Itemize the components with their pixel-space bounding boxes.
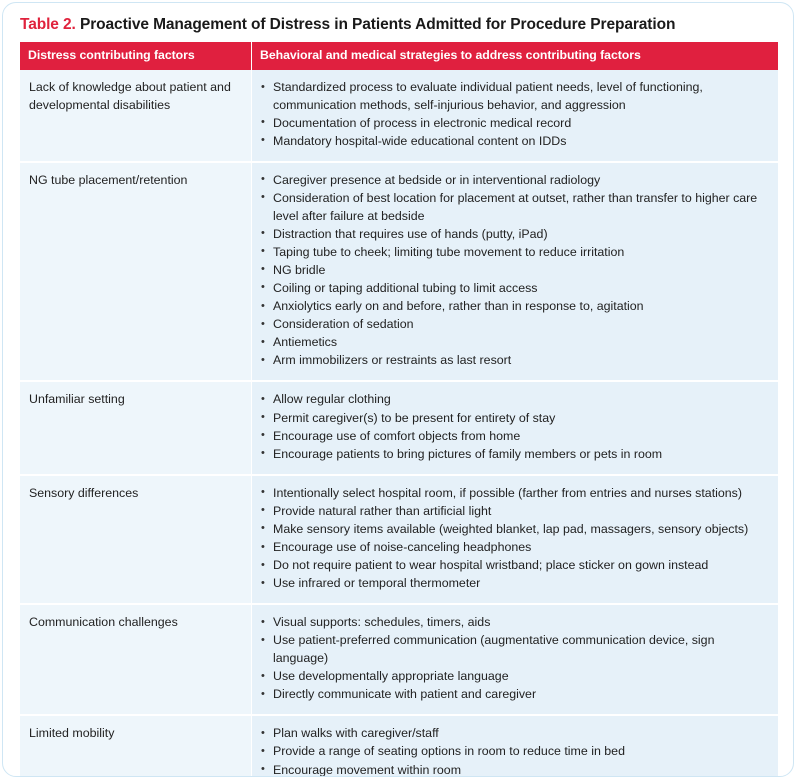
row-strategies-cell: Standardized process to evaluate individ…: [252, 70, 778, 161]
table-header-row: Distress contributing factors Behavioral…: [20, 42, 778, 70]
row-factor-cell: Communication challenges: [20, 603, 252, 715]
strategy-item: Encourage patients to bring pictures of …: [260, 445, 770, 464]
column-header-factors: Distress contributing factors: [20, 42, 252, 70]
strategy-item: Arm immobilizers or restraints as last r…: [260, 352, 770, 370]
row-factor-cell: Unfamiliar setting: [20, 380, 252, 474]
strategy-item: Coiling or taping additional tubing to l…: [260, 279, 770, 298]
table-row: NG tube placement/retention Caregiver pre…: [20, 160, 778, 381]
strategy-item: Standardized process to evaluate individ…: [260, 78, 770, 114]
table-body: Lack of knowledge about patient and deve…: [20, 70, 778, 776]
strategy-item: Encourage movement within room: [260, 761, 770, 776]
column-header-strategies: Behavioral and medical strategies to add…: [252, 42, 778, 70]
row-factor-cell: Limited mobility: [20, 714, 252, 776]
strategy-item: Intentionally select hospital room, if p…: [260, 484, 770, 503]
row-strategies-cell: Plan walks with caregiver/staffProvide a…: [252, 714, 778, 776]
distress-management-table: Distress contributing factors Behavioral…: [20, 42, 778, 776]
table-title: Table 2. Proactive Management of Distres…: [20, 15, 780, 35]
strategy-item: Do not require patient to wear hospital …: [260, 557, 770, 575]
strategy-item: Provide natural rather than artificial l…: [260, 502, 770, 521]
row-factor-label: Limited mobility: [29, 726, 115, 741]
strategy-item: Use infrared or temporal thermometer: [260, 575, 770, 593]
table-number: Table 2.: [20, 16, 76, 33]
strategy-item: Permit caregiver(s) to be present for en…: [260, 409, 770, 428]
strategy-item: Mandatory hospital-wide educational cont…: [260, 132, 770, 151]
strategy-item: Use patient-preferred communication (aug…: [260, 632, 770, 667]
table-page-inner: Table 2. Proactive Management of Distres…: [3, 3, 793, 776]
strategy-list: Standardized process to evaluate individ…: [260, 78, 770, 151]
table-row: Lack of knowledge about patient and deve…: [20, 70, 778, 161]
row-factor-label: Lack of knowledge about patient and deve…: [29, 80, 231, 112]
table-title-text: Proactive Management of Distress in Pati…: [80, 16, 676, 33]
row-factor-label: NG tube placement/retention: [29, 172, 188, 187]
table-row: Limited mobility Plan walks with caregive…: [20, 714, 778, 776]
strategy-item: Use developmentally appropriate language: [260, 668, 770, 686]
strategy-list: Intentionally select hospital room, if p…: [260, 484, 770, 593]
strategy-item: Allow regular clothing: [260, 391, 770, 409]
strategy-item: NG bridle: [260, 261, 770, 280]
strategy-item: Documentation of process in electronic m…: [260, 114, 770, 133]
row-factor-cell: NG tube placement/retention: [20, 160, 252, 381]
strategy-list: Plan walks with caregiver/staffProvide a…: [260, 725, 770, 776]
strategy-item: Encourage use of comfort objects from ho…: [260, 427, 770, 446]
strategy-item: Make sensory items available (weighted b…: [260, 520, 770, 539]
strategy-item: Antiemetics: [260, 334, 770, 352]
strategy-item: Consideration of best location for place…: [260, 189, 770, 225]
strategy-item: Directly communicate with patient and ca…: [260, 686, 770, 704]
strategy-item: Distraction that requires use of hands (…: [260, 225, 770, 244]
strategy-list: Caregiver presence at bedside or in inte…: [260, 171, 770, 370]
strategy-item: Taping tube to cheek; limiting tube move…: [260, 243, 770, 262]
strategy-item: Caregiver presence at bedside or in inte…: [260, 171, 770, 190]
row-factor-cell: Lack of knowledge about patient and deve…: [20, 70, 252, 161]
strategy-item: Encourage use of noise-canceling headpho…: [260, 539, 770, 557]
row-strategies-cell: Visual supports: schedules, timers, aids…: [252, 603, 778, 715]
table-header: Distress contributing factors Behavioral…: [20, 42, 778, 70]
row-factor-label: Unfamiliar setting: [29, 392, 125, 407]
table-row: Unfamiliar setting Allow regular clothing…: [20, 380, 778, 474]
row-strategies-cell: Intentionally select hospital room, if p…: [252, 473, 778, 604]
row-factor-label: Communication challenges: [29, 615, 178, 630]
row-factor-label: Sensory differences: [29, 485, 139, 500]
strategy-item: Consideration of sedation: [260, 316, 770, 334]
strategy-item: Anxiolytics early on and before, rather …: [260, 298, 770, 316]
strategy-list: Allow regular clothingPermit caregiver(s…: [260, 391, 770, 463]
table-row: Sensory differences Intentionally select …: [20, 473, 778, 604]
strategy-item: Provide a range of seating options in ro…: [260, 743, 770, 761]
strategy-list: Visual supports: schedules, timers, aids…: [260, 614, 770, 703]
row-factor-cell: Sensory differences: [20, 473, 252, 604]
strategy-item: Plan walks with caregiver/staff: [260, 725, 770, 743]
row-strategies-cell: Caregiver presence at bedside or in inte…: [252, 160, 778, 381]
strategy-item: Visual supports: schedules, timers, aids: [260, 614, 770, 632]
row-strategies-cell: Allow regular clothingPermit caregiver(s…: [252, 380, 778, 474]
table-row: Communication challenges Visual supports:…: [20, 603, 778, 715]
